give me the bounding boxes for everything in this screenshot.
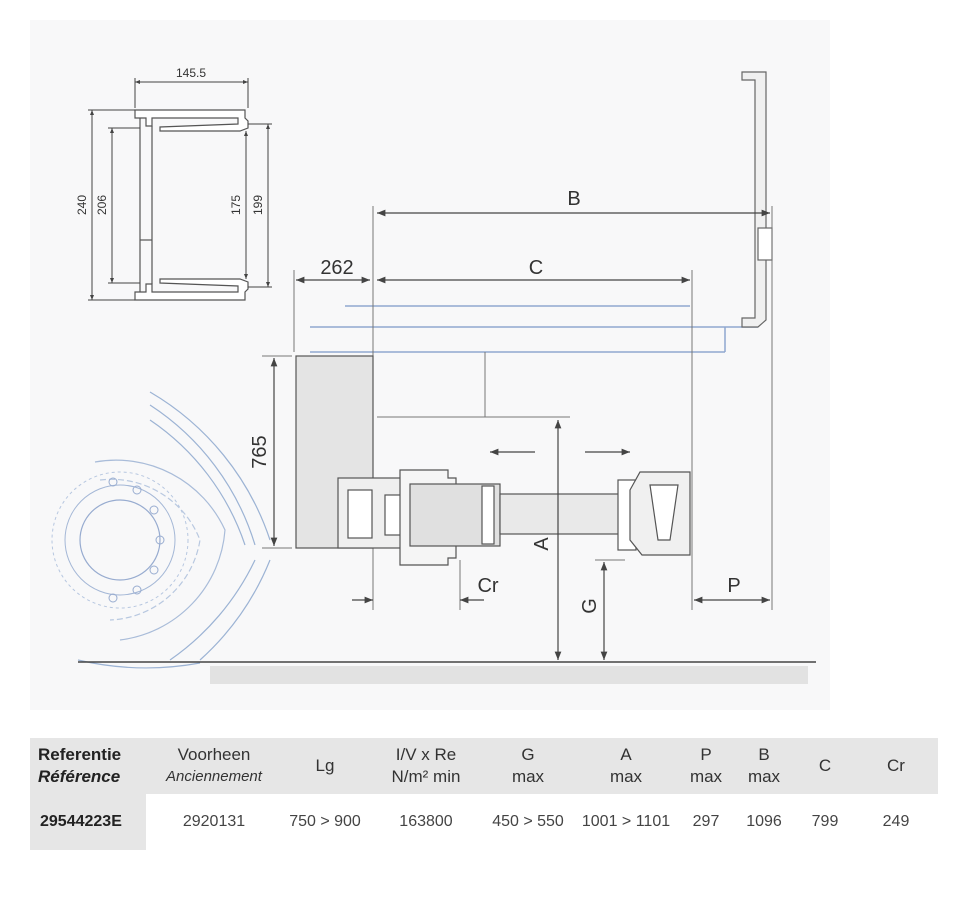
dimension-B-label: B — [567, 188, 580, 210]
header-p: P max — [680, 738, 732, 794]
header-reference: Referentie Référence — [30, 738, 146, 794]
header-g: G max — [484, 738, 572, 794]
dimension-height-label: 765 — [249, 435, 271, 468]
header-lg: Lg — [282, 738, 368, 794]
profile-inner-right-label: 175 — [229, 195, 243, 215]
header-c: C — [796, 738, 854, 794]
cell-b: 1096 — [746, 813, 782, 830]
technical-drawing: 145.5 240 206 175 199 — [30, 20, 830, 710]
fork-blade — [741, 71, 773, 328]
cell-previous: 2920131 — [182, 813, 246, 830]
table-header-row: Referentie Référence Voorheen Ancienneme… — [30, 738, 938, 794]
profile-dimension-lines — [88, 78, 272, 301]
profile-outer-right-label: 199 — [251, 195, 265, 215]
main-dimension-lines — [270, 209, 770, 660]
cell-g: 450 > 550 — [492, 813, 564, 830]
profile-inner-height-label: 206 — [95, 195, 109, 215]
wheel — [51, 391, 271, 669]
cell-c: 799 — [811, 813, 839, 830]
ground-shadow — [210, 666, 808, 684]
dimension-A-label: A — [531, 537, 553, 551]
header-iv-re: I/V x Re N/m² min — [368, 738, 484, 794]
cell-cr: 249 — [882, 813, 910, 830]
dimension-G-label: G — [579, 598, 601, 614]
header-a: A max — [572, 738, 680, 794]
header-previous: Voorheen Anciennement — [146, 738, 282, 794]
header-cr: Cr — [854, 738, 938, 794]
cell-lg: 750 > 900 — [289, 813, 361, 830]
dimension-offset-label: 262 — [320, 257, 353, 279]
fork-outline — [310, 305, 758, 353]
spec-table: Referentie Référence Voorheen Ancienneme… — [30, 738, 938, 850]
profile-outer-height-label: 240 — [75, 195, 89, 215]
dimension-Cr-label: Cr — [477, 575, 498, 597]
cell-a: 1001 > 1101 — [581, 813, 671, 830]
drawing-background — [30, 20, 830, 710]
table-row: 29544223E 2920131 750 > 900 163800 450 >… — [30, 794, 938, 850]
cell-iv-re: 163800 — [399, 813, 453, 830]
header-b: B max — [732, 738, 796, 794]
profile-section — [134, 109, 249, 301]
profile-width-label: 145.5 — [176, 66, 206, 80]
cell-p: 297 — [692, 813, 720, 830]
dimension-C-label: C — [529, 257, 543, 279]
cell-reference: 29544223E — [30, 794, 146, 850]
sideshift-cylinder — [337, 469, 691, 566]
dimension-P-label: P — [727, 575, 740, 597]
